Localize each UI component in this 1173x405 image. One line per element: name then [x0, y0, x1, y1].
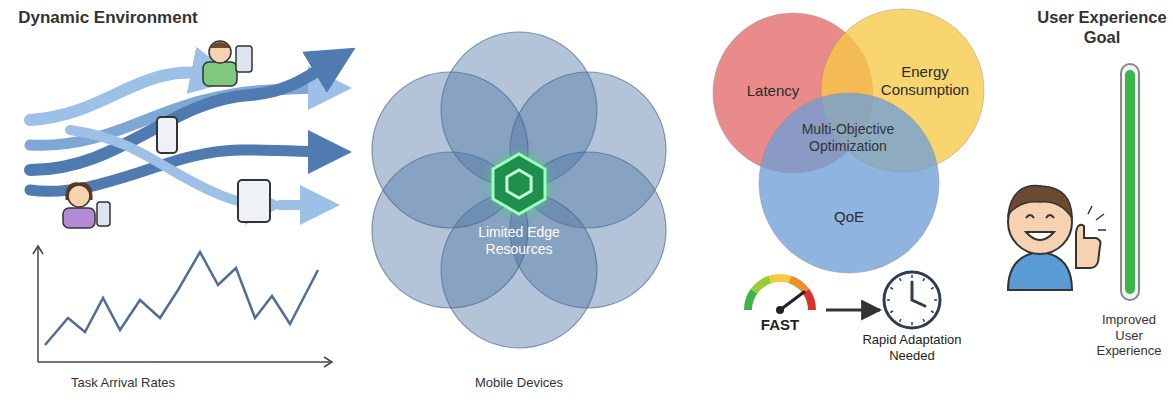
- overlap-label: Multi-Objective Optimization: [800, 121, 896, 155]
- node-label: Limited Edge Resources: [464, 224, 574, 258]
- clock-face: [884, 272, 940, 328]
- gauge-needle: [780, 292, 804, 310]
- clock-tick: [890, 311, 893, 313]
- bar-caption: Improved User Experience: [1090, 312, 1168, 359]
- arrival-chart: [33, 246, 332, 367]
- panel-heading: User Experience Goal: [1034, 8, 1170, 48]
- gauge-arc: [790, 280, 806, 292]
- device-circles: [372, 32, 666, 348]
- axis-caption: Task Arrival Rates: [38, 375, 208, 391]
- clock-hands: [912, 282, 925, 306]
- phone-icon: [157, 117, 177, 153]
- experience-fill: [1125, 70, 1135, 294]
- clock-tick: [911, 275, 913, 278]
- user-icon: [203, 41, 252, 86]
- task-streams: [30, 60, 335, 205]
- gauge-arc: [748, 291, 754, 310]
- clock-icon: Rapid Adaptation Needed: [856, 268, 968, 400]
- clock-tick: [934, 299, 937, 301]
- clock-tick: [900, 319, 902, 322]
- clock-tick: [887, 299, 890, 301]
- clock-tick: [900, 278, 902, 281]
- clock-tick: [890, 288, 893, 290]
- tablet-icon: [238, 180, 270, 222]
- user-icon: [63, 184, 110, 228]
- speed-gauge: FAST: [738, 270, 822, 342]
- qoe-circle-shape: [758, 92, 940, 274]
- node-label: Latency: [730, 82, 816, 100]
- clock-tick: [911, 322, 913, 325]
- panel-caption: Mobile Devices: [439, 375, 599, 391]
- clock-tick: [923, 319, 925, 322]
- glow: [479, 148, 559, 224]
- hexagon: [493, 154, 545, 214]
- gauge-arc: [754, 280, 770, 292]
- qoe-circle: QoE: [758, 92, 940, 274]
- hexagon-inner: [507, 170, 531, 198]
- edge-resource-hexagon: Limited Edge Resources: [464, 148, 574, 266]
- clock-tick: [931, 311, 934, 313]
- gauge-arc: [806, 291, 812, 310]
- clock-tick: [923, 278, 925, 281]
- circle-outline: [759, 93, 939, 273]
- panel-heading: Dynamic Environment: [8, 8, 208, 28]
- arrow-connector: [826, 309, 880, 312]
- happy-user: [1008, 186, 1106, 290]
- node-label: QoE: [814, 208, 884, 226]
- node-label: Rapid Adaptation Needed: [856, 332, 968, 363]
- node-label: FAST: [738, 316, 822, 334]
- gauge-hub: [776, 306, 784, 314]
- gauge-arc: [770, 278, 790, 280]
- clock-tick: [931, 288, 934, 290]
- node-label: Energy Consumption: [875, 63, 975, 99]
- experience-bar: [1121, 64, 1139, 300]
